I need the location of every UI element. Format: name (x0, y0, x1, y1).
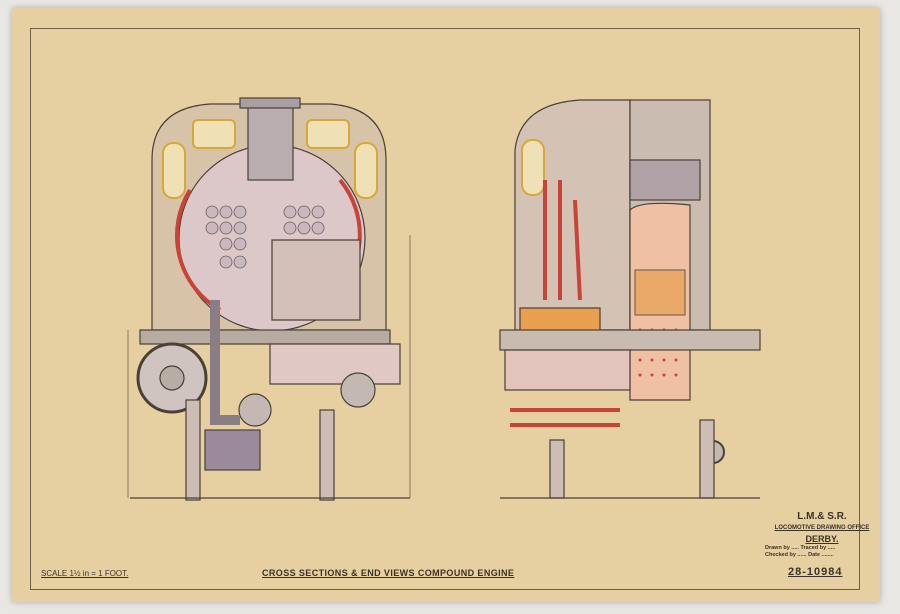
scale-label: SCALE 1½ in = 1 FOOT. (41, 569, 129, 578)
tube-plate (205, 205, 325, 269)
drawing-office: LOCOMOTIVE DRAWING OFFICE (774, 525, 870, 531)
company-name: L.M.& S.R. (797, 511, 847, 522)
drawn-traced: Drawn by ..... Traced by ..... (765, 545, 836, 551)
checked-date: Checked by ...... Date ........ (765, 552, 834, 558)
place: DERBY. (805, 534, 839, 544)
drawing-number: 28-10984 (788, 566, 843, 578)
end-view-left (127, 97, 411, 501)
sheet-border (30, 28, 860, 590)
drawing-title: CROSS SECTIONS & END VIEWS COMPOUND ENGI… (262, 568, 515, 578)
cross-section-right (499, 99, 761, 499)
